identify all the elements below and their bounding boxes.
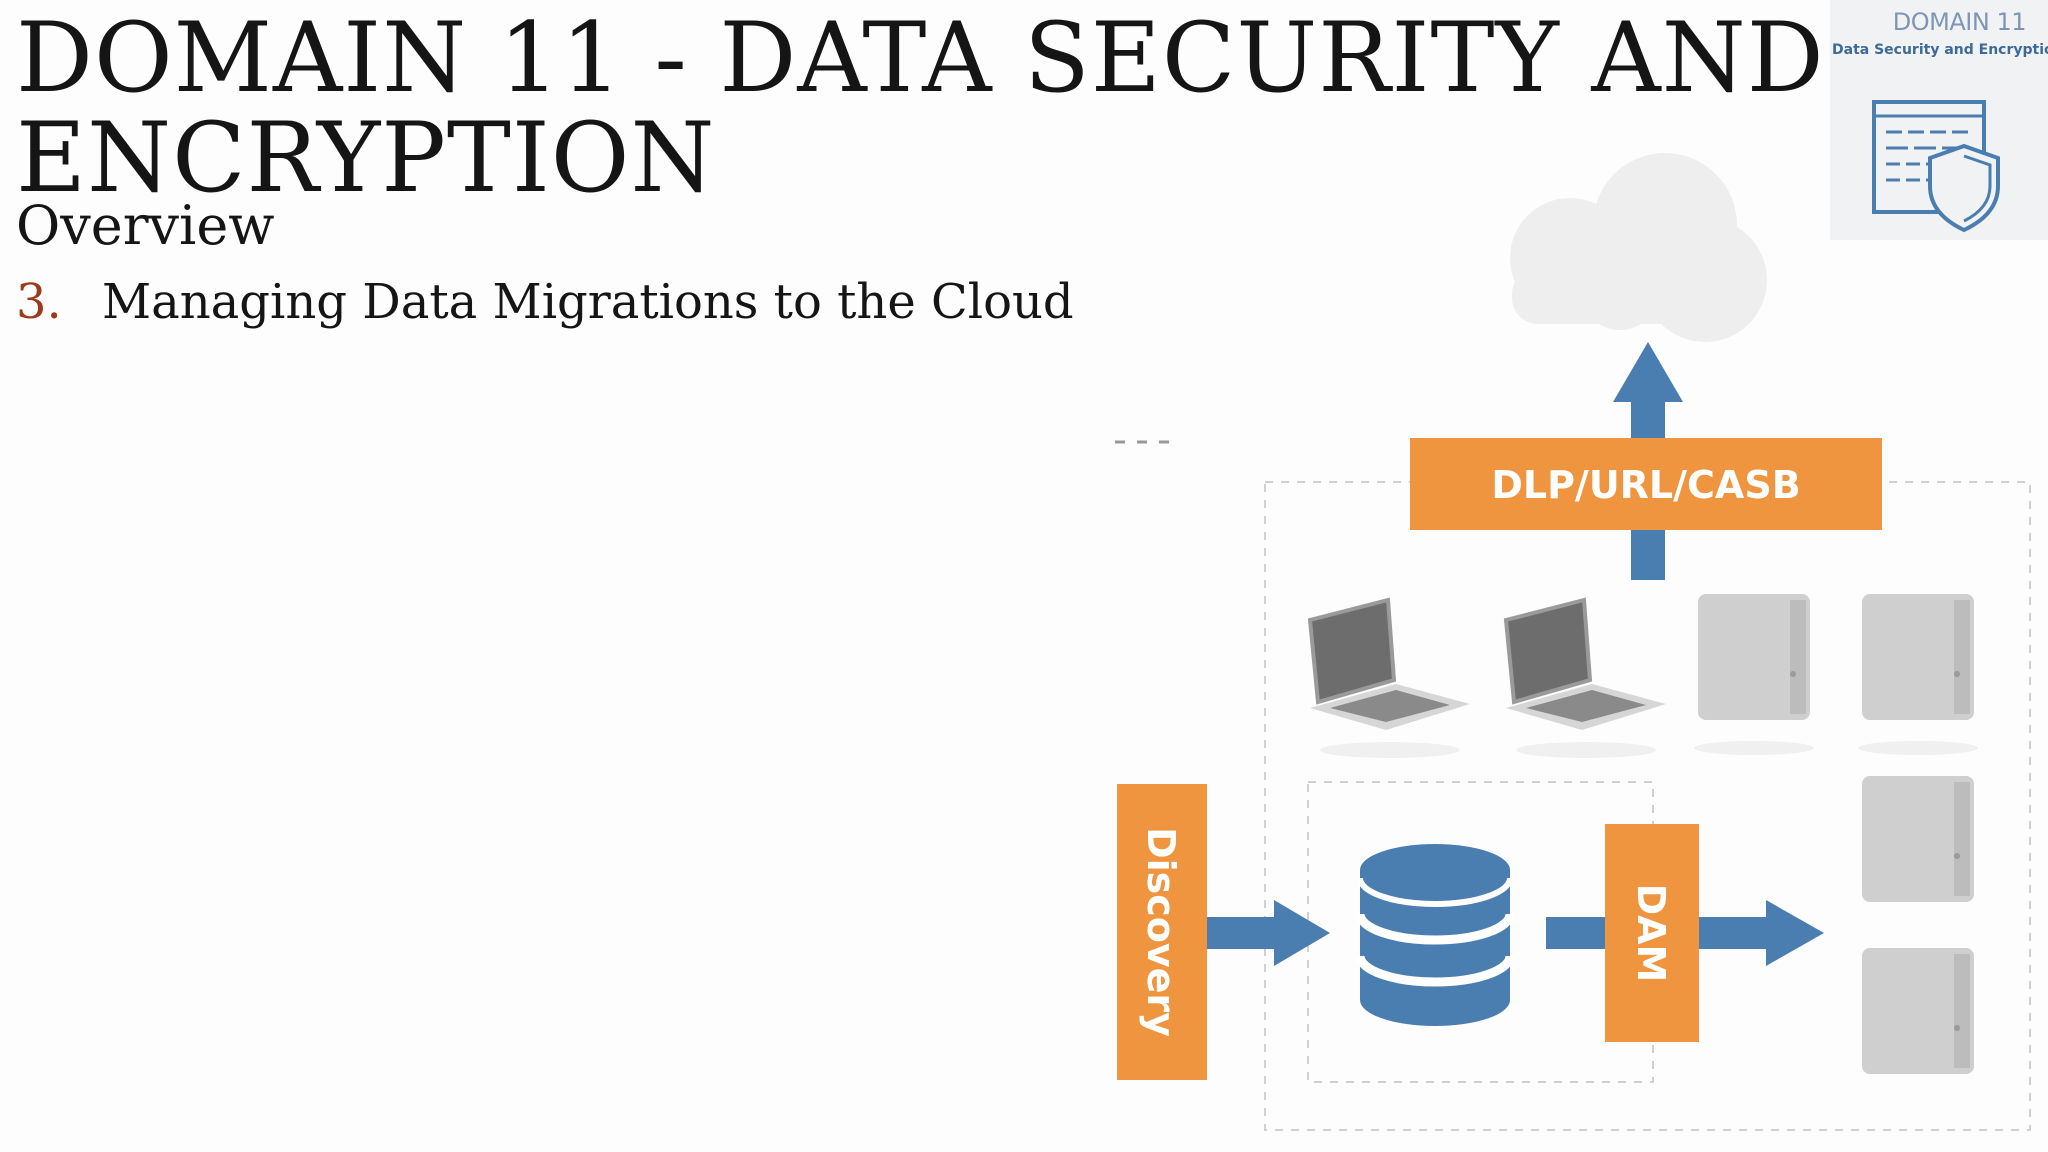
network-boundary	[1264, 481, 2031, 1131]
arrow-icon	[1207, 900, 1330, 966]
arrow-icon	[1699, 900, 1824, 966]
server-icon	[1862, 948, 1974, 1074]
laptop-icon	[1503, 597, 1666, 758]
list-item: 3. Managing Data Migrations to the Cloud	[16, 272, 1074, 332]
badge-title: DOMAIN 11	[1892, 8, 2027, 36]
server-icon	[1858, 594, 1978, 755]
list-item-text: Managing Data Migrations to the Cloud	[102, 274, 1074, 330]
server-icon	[1694, 594, 1814, 755]
domain-badge: DOMAIN 11 Data Security and Encryption	[1830, 0, 2048, 240]
dlp-url-casb-label: DLP/URL/CASB	[1491, 463, 1800, 507]
data-migration-diagram: DLP/URL/CASB Discovery	[1115, 153, 2031, 1131]
discovery-label: Discovery	[1139, 827, 1183, 1037]
database-icon	[1355, 844, 1515, 1026]
discovery-box	[1117, 784, 1207, 1080]
laptop-icon	[1307, 597, 1470, 758]
cloud-icon	[1510, 153, 1767, 342]
slide-title: DOMAIN 11 - DATA SECURITY AND ENCRYPTION	[16, 2, 1825, 214]
dlp-url-casb-box	[1410, 438, 1882, 530]
arrow-icon	[1546, 917, 1606, 949]
dam-label: DAM	[1629, 884, 1673, 983]
server-icon	[1862, 776, 1974, 902]
dam-box	[1605, 824, 1699, 1042]
document-shield-icon	[1872, 100, 2000, 233]
list-item-number: 3.	[16, 274, 62, 330]
badge-subtitle: Data Security and Encryption	[1832, 42, 2048, 58]
slide-subtitle: Overview	[16, 194, 275, 257]
